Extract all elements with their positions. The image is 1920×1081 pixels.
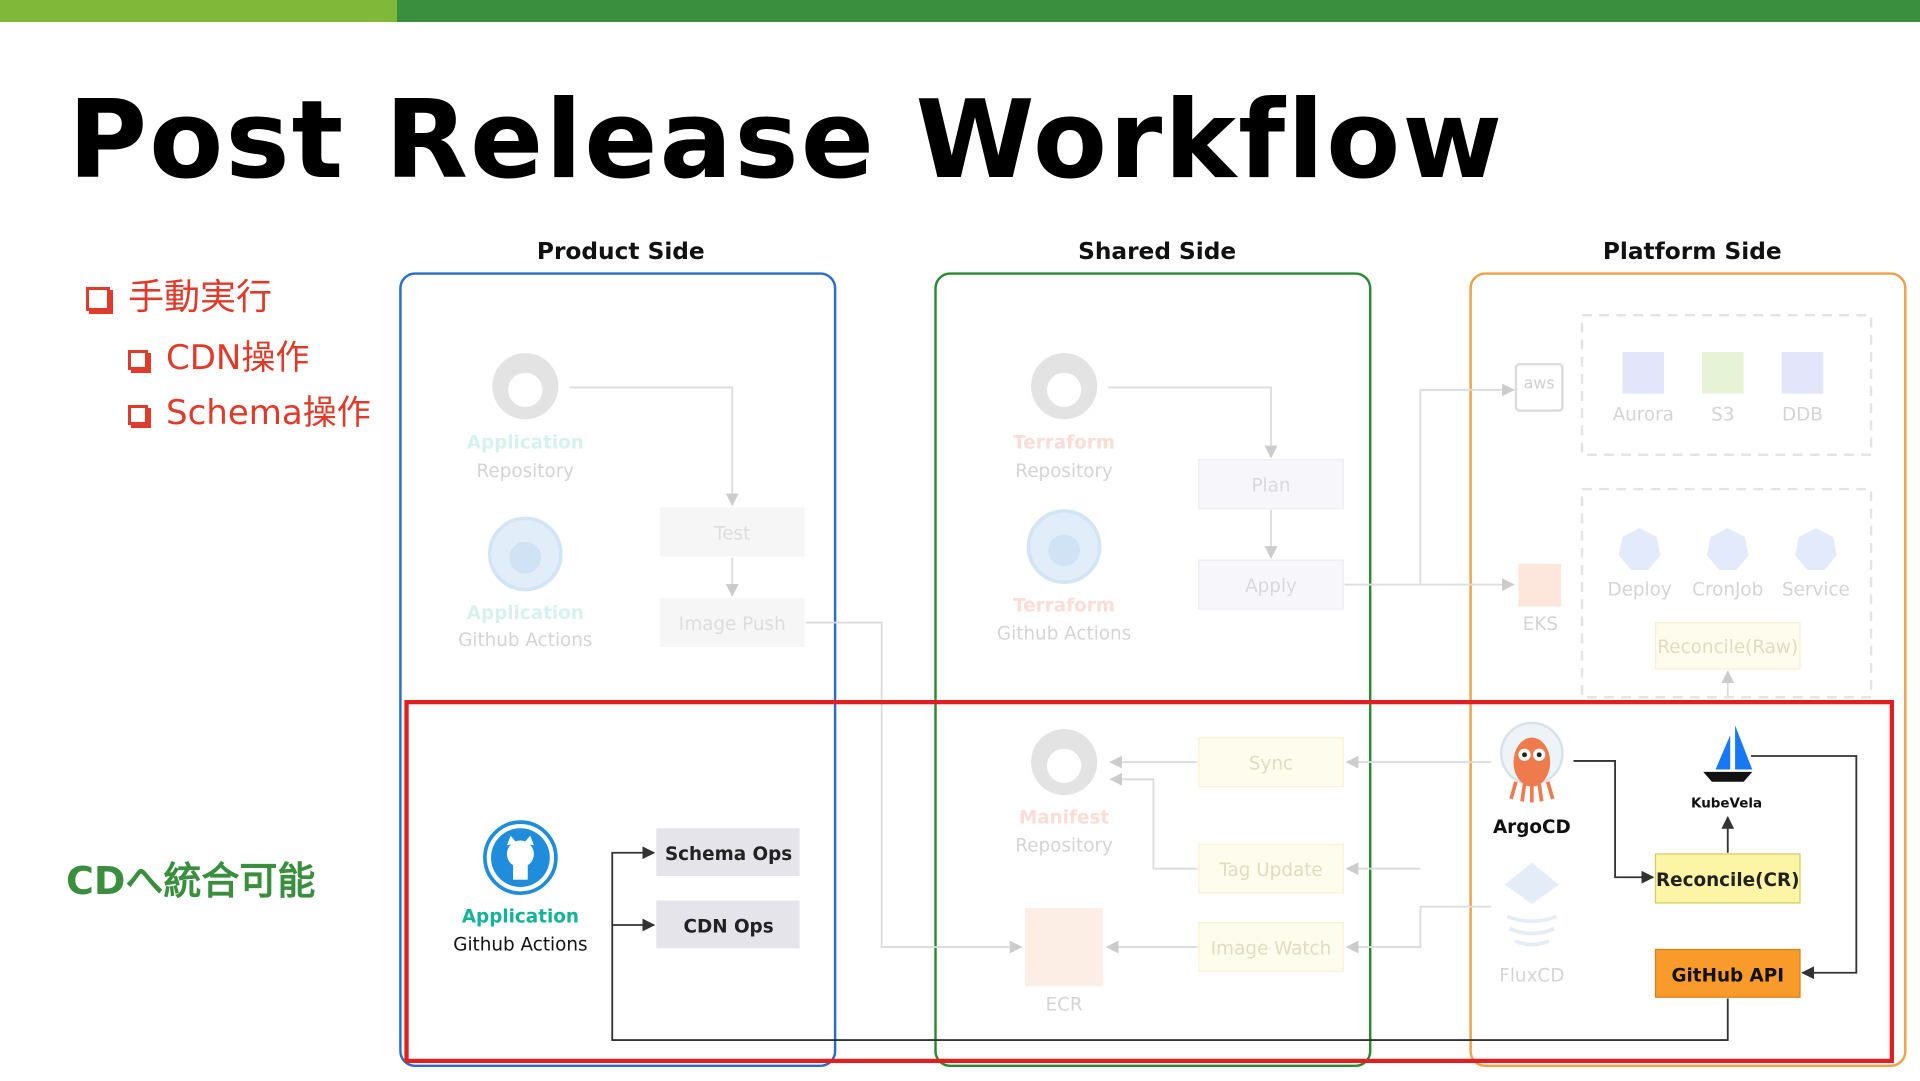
aurora-icon [1622, 351, 1665, 394]
reconcile-raw-box [1654, 621, 1801, 670]
shared-side-frame [934, 272, 1372, 1068]
eks-label: EKS [1523, 614, 1558, 635]
reconcile-raw-label: Reconcile(Raw) [1657, 637, 1798, 658]
cdn-ops-box [656, 900, 800, 949]
todo-sub-item-cdn: CDN操作 [128, 330, 309, 379]
s3-label: S3 [1711, 404, 1734, 425]
app-repo-label-1: Application [467, 433, 584, 454]
aurora-label: Aurora [1613, 404, 1674, 425]
image-watch-box [1198, 921, 1344, 973]
tag-update-label: Tag Update [1218, 860, 1322, 881]
kubevela-to-github-api-arrow [1751, 755, 1858, 980]
cd-integration-note: CDへ統合可能 [66, 859, 316, 903]
github-icon [1031, 729, 1098, 796]
deploy-label: Deploy [1607, 580, 1671, 601]
sync-box [1198, 737, 1344, 788]
active-actions-label-1: Application [462, 907, 579, 928]
eks-icon [1518, 563, 1562, 607]
service-label: Service [1782, 580, 1850, 601]
flux-to-image-watch-arrow [1345, 905, 1492, 954]
checkbox-icon [128, 404, 148, 425]
repo-to-test-arrow [569, 386, 739, 507]
column-heading-product: Product Side [537, 238, 705, 265]
cronjob-label: CronJob [1692, 580, 1763, 601]
github-actions-icon [483, 820, 558, 895]
plan-box [1198, 459, 1344, 510]
top-bar-green-segment [397, 0, 1920, 22]
kubevela-label: KubeVela [1691, 796, 1762, 811]
app-actions-label-2: Github Actions [458, 630, 592, 651]
app-actions-label-1: Application [467, 603, 584, 624]
schema-ops-box [656, 828, 800, 877]
product-side-frame [399, 272, 837, 1068]
k8s-resources-group [1580, 487, 1873, 699]
tf-repo-to-plan-arrow [1108, 386, 1278, 459]
github-api-label: GitHub API [1671, 965, 1784, 986]
image-push-label: Image Push [679, 614, 786, 635]
checkbox-icon [128, 349, 148, 370]
github-api-box [1654, 948, 1801, 998]
argocd-label: ArgoCD [1493, 817, 1571, 838]
aws-icon: aws [1514, 362, 1564, 412]
plan-label: Plan [1251, 476, 1290, 497]
push-to-ecr-arrow [805, 621, 1023, 954]
apply-label: Apply [1245, 576, 1297, 597]
cdn-ops-label: CDN Ops [683, 916, 773, 937]
github-icon [492, 353, 559, 420]
github-actions-icon [1026, 509, 1102, 584]
tf-repo-label-1: Terraform [1013, 433, 1115, 454]
deploy-icon [1618, 528, 1661, 570]
image-push-box [660, 598, 805, 648]
schema-ops-label: Schema Ops [665, 844, 792, 865]
ecr-icon [1024, 907, 1104, 987]
apply-box [1198, 559, 1344, 610]
reconcile-cr-box [1654, 853, 1801, 904]
todo-sub-label: CDN操作 [166, 338, 310, 378]
github-api-to-schema-ops-arrow [611, 846, 1729, 1042]
tf-actions-label-2: Github Actions [997, 624, 1131, 645]
active-actions-label-2: Github Actions [453, 935, 587, 956]
todo-sub-label: Schema操作 [166, 393, 371, 433]
column-heading-shared: Shared Side [1078, 238, 1236, 265]
tag-update-box [1198, 843, 1344, 894]
argocd-to-reconcile-arrow [1573, 759, 1655, 884]
manifest-repo-label-1: Manifest [1019, 807, 1109, 828]
test-label: Test [713, 523, 750, 544]
test-box [660, 507, 805, 557]
github-icon [1031, 353, 1098, 420]
ecr-label: ECR [1045, 995, 1082, 1016]
todo-main-item: 手動実行 [86, 268, 272, 320]
apply-to-aws-arrow [1344, 383, 1515, 586]
github-actions-icon [487, 516, 563, 592]
fluxcd-label: FluxCD [1499, 965, 1564, 986]
ddb-icon [1781, 351, 1824, 394]
service-icon [1795, 528, 1837, 570]
platform-side-frame [1469, 272, 1907, 1068]
kubevela-sailboat-icon [1703, 725, 1753, 782]
reconcile-cr-label: Reconcile(CR) [1656, 870, 1799, 891]
svg-text:aws: aws [1524, 374, 1555, 393]
tf-actions-label-1: Terraform [1013, 596, 1115, 617]
s3-icon [1702, 351, 1744, 394]
tf-repo-label-2: Repository [1015, 461, 1113, 482]
argocd-icon [1500, 721, 1564, 803]
todo-sub-item-schema: Schema操作 [128, 385, 371, 434]
cronjob-icon [1706, 528, 1749, 570]
sync-label: Sync [1249, 753, 1293, 774]
checkbox-icon [86, 287, 110, 311]
top-bar-lime-segment [0, 0, 397, 22]
aws-services-group [1580, 313, 1873, 457]
image-watch-label: Image Watch [1211, 938, 1332, 959]
slide-title: Post Release Workflow [68, 78, 1505, 203]
cd-integration-highlight-frame [404, 699, 1894, 1064]
ddb-label: DDB [1782, 404, 1823, 425]
tag-update-to-manifest-arrow [1109, 772, 1198, 870]
top-accent-bar [0, 0, 1920, 22]
column-heading-platform: Platform Side [1603, 238, 1782, 265]
app-repo-label-2: Repository [476, 461, 574, 482]
fluxcd-icon [1504, 862, 1559, 947]
todo-main-label: 手動実行 [128, 277, 273, 318]
manifest-repo-label-2: Repository [1015, 836, 1113, 857]
